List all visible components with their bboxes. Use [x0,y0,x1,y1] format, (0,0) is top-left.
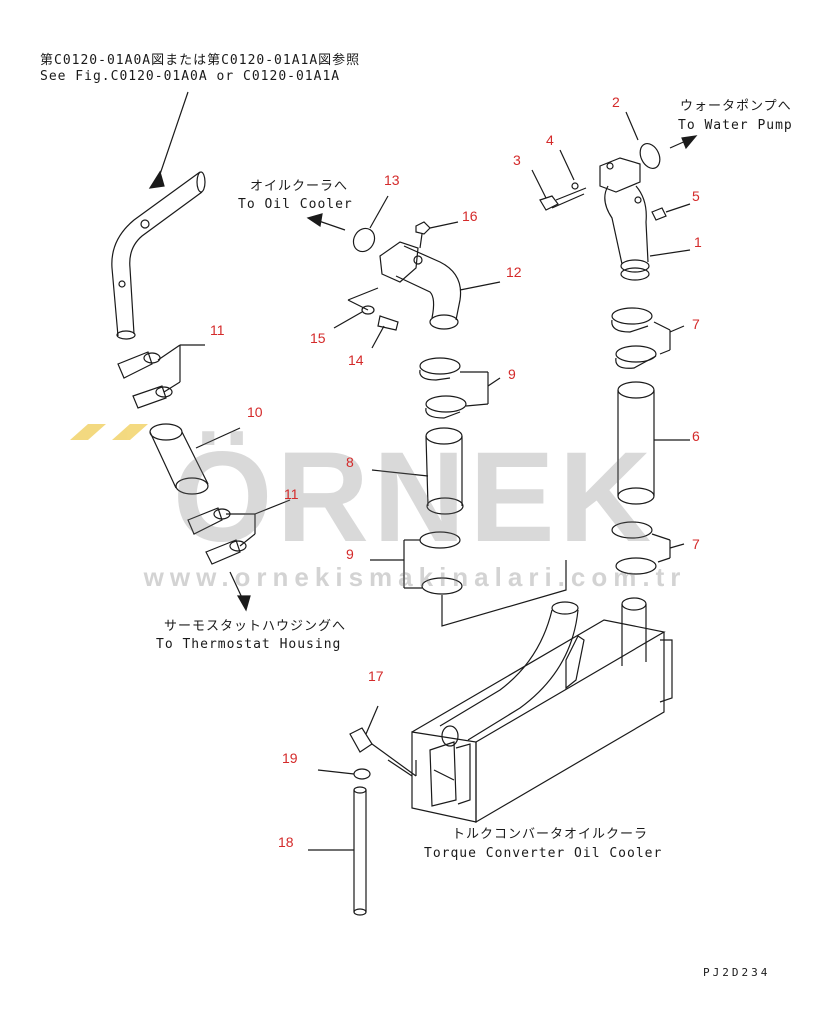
watermark-url: www.ornekismakinalari.com.tr [143,562,687,592]
drawing-code: PJ2D234 [703,966,771,979]
part-number-9-upper: 9 [508,366,516,382]
part-number-2: 2 [612,94,620,110]
part-number-16: 16 [462,208,478,224]
part-number-14: 14 [348,352,364,368]
part-number-19: 19 [282,750,298,766]
clamp-11-lower [187,499,291,565]
thermo-note-en: To Thermostat Housing [156,637,342,652]
ref-arrow [148,91,189,189]
watermark-brand: ÖRNEK [172,426,656,569]
part-number-1: 1 [694,234,702,250]
elbow-12 [379,241,501,330]
left-upper-pipe [111,171,206,340]
clamp-7-upper [611,307,685,369]
clamp-7-lower [611,521,685,575]
part-number-13: 13 [384,172,400,188]
pump-note-en: To Water Pump [678,118,793,133]
part-number-7-lower: 7 [692,536,700,552]
part-number-15: 15 [310,330,326,346]
part-number-12: 12 [506,264,522,280]
part-number-7-upper: 7 [692,316,700,332]
part-number-4: 4 [546,132,554,148]
part-number-11-upper: 11 [210,322,225,338]
oil-cooler-arrow [306,195,389,253]
bolt-16 [415,221,459,249]
bolts-3-4-5 [531,149,691,221]
tube-18 [308,786,367,916]
bolt-14-washer-15 [333,287,399,349]
part-number-6: 6 [692,428,700,444]
part-number-9-lower: 9 [346,546,354,562]
pump-elbow-1 [599,111,698,281]
ref-note-en: See Fig.C0120-01A0A or C0120-01A1A [40,69,341,84]
thermostat-arrow [229,571,251,612]
hose-6 [617,381,690,505]
tc-note-jp: トルクコンバータオイルクーラ [452,827,649,842]
cap-19 [317,768,371,780]
oil-note-jp: オイルクーラへ [250,179,349,194]
clamp-11-upper [117,344,205,409]
watermark-dots [70,424,148,440]
part-number-11-lower: 11 [284,486,299,502]
clamp-9-upper [419,357,501,419]
hose-8 [371,427,464,515]
oil-cooler-body [411,597,673,824]
part-number-8: 8 [346,454,354,470]
oil-note-en: To Oil Cooler [238,197,353,212]
part-number-10: 10 [247,404,263,420]
part-number-3: 3 [513,152,521,168]
tc-note-en: Torque Converter Oil Cooler [424,846,663,861]
pump-note-jp: ウォータポンプへ [680,99,792,114]
drain-valve-17 [349,705,417,777]
thermo-note-jp: サーモスタットハウジングへ [164,619,347,634]
part-number-5: 5 [692,188,700,204]
tc-leader [387,759,413,777]
ref-note-jp: 第C0120-01A0A図または第C0120-01A1A図参照 [40,53,361,68]
part-number-18: 18 [278,834,294,850]
part-number-17: 17 [368,668,384,684]
hose-10 [149,423,241,495]
clamp-9-lower [370,531,567,627]
